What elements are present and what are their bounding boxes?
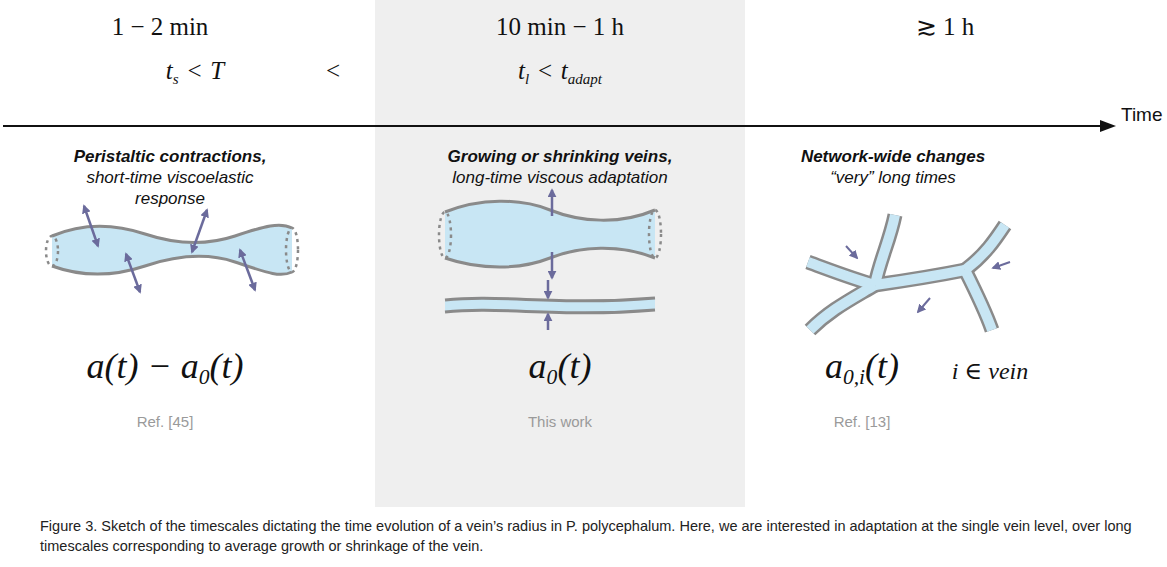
network-branch [875,215,895,285]
vein-wall [445,298,655,301]
vein-fill [445,201,655,267]
contraction-arrow [240,250,255,290]
label-text: t [561,57,568,84]
index-note: i ∈ vein [952,357,1028,385]
vein-fill [445,298,655,313]
vein-wall [445,201,655,220]
subscript: 0 [199,365,210,389]
radius-expression: a0(t) [529,345,592,398]
vein-end [46,236,58,266]
vein-wall [52,225,292,242]
network-outline [808,215,1005,330]
label-text: 10 min − 1 h [496,13,624,40]
regime-subheading: short-time viscoelastic response [60,167,280,209]
network-branch [875,270,965,285]
label-text: (t) [210,346,244,386]
network-branch [965,270,992,330]
contraction-arrow [84,206,98,246]
label-text: < [538,57,552,84]
label-text: Ref. [45] [137,413,194,430]
regime-subheading: “very” long times [830,167,956,188]
radius-expression: a0,i(t) [825,345,899,398]
axis-label: Time [1121,104,1163,126]
shrink-arrow [547,280,550,298]
subscript: s [173,71,179,87]
network-branch [965,225,1005,270]
vein-fill [52,225,292,274]
label-text: < [187,57,201,84]
subscript: l [525,71,529,87]
regime-heading: Peristaltic contractions, [74,146,267,167]
label-text: short-time viscoelastic response [86,168,253,208]
reference: Ref. [45] [137,413,194,431]
timescale: 10 min − 1 h [496,12,624,42]
time-axis-head [1100,120,1116,132]
subscript: 0,i [843,365,865,389]
label-text: T [210,57,224,84]
contraction-arrow [192,210,207,252]
label-text: ≳ 1 h [916,13,975,40]
network-arrow [846,246,857,258]
label-text: Growing or shrinking veins, [448,147,673,166]
contraction-arrow [126,254,140,292]
vein-end [439,212,451,258]
vein-end [286,228,298,272]
label-text: long-time viscous adaptation [452,168,667,187]
peristaltic-vein [46,206,298,292]
label-text: a(t) − a [86,346,198,386]
vein-wall [52,256,292,274]
network-branch [808,262,875,285]
subscript: 0 [547,365,558,389]
growing-vein [439,190,661,278]
regime-heading: Growing or shrinking veins, [448,146,673,167]
time-ordering: < [326,56,340,86]
label-text: Peristaltic contractions, [74,147,267,166]
network-branch [808,262,875,285]
figure-caption: Figure 3. Sketch of the timescales dicta… [40,516,1140,556]
label-text: “very” long times [830,168,956,187]
vein-end [649,210,661,258]
network-branch [810,285,875,330]
growth-arrow [551,190,554,216]
label-text: a [529,346,547,386]
time-axis [3,125,1104,127]
radius-expression: a(t) − a0(t) [86,345,243,398]
timescale: 1 − 2 min [112,12,209,42]
regime-subheading: long-time viscous adaptation [452,167,667,188]
shrinking-vein [445,280,655,330]
growth-arrow [551,252,554,278]
network-branch [965,270,992,330]
subscript: adapt [568,71,602,87]
vein-wall [445,310,655,313]
label-text: i ∈ vein [952,358,1028,384]
time-ordering: ts < T [166,56,224,94]
reference: This work [528,413,592,431]
label-text: This work [528,413,592,430]
label-text: t [518,57,525,84]
label-text: < [326,57,340,84]
label-text: a [825,346,843,386]
network-branch [965,225,1005,270]
network-arrow [918,298,930,312]
reference: Ref. [13] [834,413,891,431]
label-text: Time [1121,104,1163,125]
network-arrow [993,262,1010,268]
network-branch [875,215,895,285]
network-branch [875,270,965,285]
label-text: Network-wide changes [801,147,985,166]
label-text: (t) [865,346,899,386]
vein-wall [445,248,655,267]
time-ordering: tl<tadapt [518,56,602,94]
timescale: ≳ 1 h [916,12,975,42]
network-fill [808,215,1005,330]
regime-heading: Network-wide changes [801,146,985,167]
label-text: t [166,57,173,84]
label-text: Ref. [13] [834,413,891,430]
label-text: 1 − 2 min [112,13,209,40]
shrink-arrow [547,314,550,330]
label-text: (t) [557,346,591,386]
vein-network [808,215,1010,330]
network-branch [810,285,875,330]
